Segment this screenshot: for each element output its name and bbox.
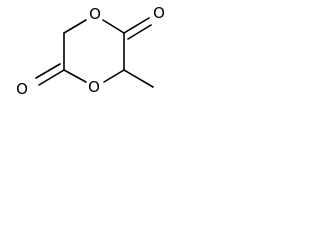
bond-ch2-to-o-top (63, 19, 87, 34)
carbonyl-o-bottom-bg (15, 80, 29, 98)
bond-o-bottom-to-c-carbonyl-bottom (63, 69, 87, 83)
bond-o-top-to-c-carbonyl-top (102, 19, 125, 34)
double-bond-bottom-line-2 (35, 63, 61, 79)
lactide-structure: O O O O (15, 4, 166, 98)
ring-oxygen-bottom: O (88, 78, 100, 96)
double-bond-bottom-line-1 (38, 69, 65, 86)
ring-o-top-bg (88, 5, 102, 23)
double-bond-top-line-1 (123, 17, 150, 34)
bond-methyl (123, 69, 154, 88)
ring-o-bottom-bg (87, 78, 101, 96)
carbonyl-oxygen-top: O (153, 4, 165, 22)
carbonyl-oxygen-bottom: O (16, 80, 28, 98)
carbonyl-o-top-bg (152, 4, 166, 22)
ring-oxygen-top: O (89, 5, 101, 23)
double-bond-top-line-2 (127, 24, 152, 40)
bond-chme-to-o-bottom (103, 69, 125, 83)
